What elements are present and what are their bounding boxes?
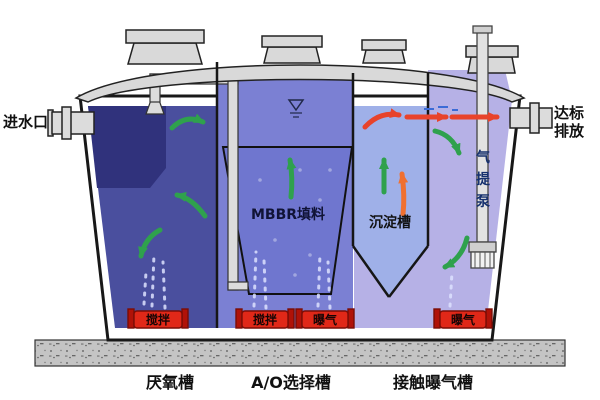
inlet-label: 进水口 xyxy=(3,113,48,131)
bubble-columns xyxy=(142,250,454,310)
inlet-distribution-box xyxy=(88,106,166,188)
tank-lids xyxy=(125,29,519,74)
lid-2 xyxy=(261,35,323,64)
tank-rim-band xyxy=(74,64,526,103)
mbbr-media-dots xyxy=(253,168,332,277)
arrow-red-curve xyxy=(362,108,402,130)
water-level-symbol xyxy=(287,99,305,118)
aerator-2-label: 曝气 xyxy=(451,312,475,327)
airlift-pump xyxy=(468,25,497,269)
lid-1 xyxy=(125,29,205,65)
flow-arrows-green xyxy=(138,113,470,270)
outlet-pipe xyxy=(509,102,553,134)
arrow-green-4 xyxy=(286,157,297,200)
outlet-label-line1: 达标 xyxy=(554,104,584,122)
water-surface-dashes xyxy=(424,106,458,111)
aerator-1 xyxy=(295,308,355,329)
sedimentation-label: 沉淀槽 xyxy=(369,214,411,231)
mixer-2-label: 搅拌 xyxy=(253,312,277,327)
chamber-label-ao: A/O选择槽 xyxy=(251,373,331,392)
aerator-2 xyxy=(433,308,493,329)
mixer-1 xyxy=(127,308,189,329)
hopper-slope-right xyxy=(388,245,429,298)
mbbr-media-box xyxy=(221,146,354,295)
arrow-orange-up xyxy=(398,171,409,217)
mixer-2 xyxy=(235,308,295,329)
pipe-outlet-elbow xyxy=(227,281,249,291)
airlift-label-char-3: 泵 xyxy=(476,194,490,210)
aerator-1-label: 曝气 xyxy=(313,312,337,327)
airlift-label-char-2: 提 xyxy=(476,172,491,188)
equipment-units xyxy=(127,308,493,329)
airlift-label-char-1: 气 xyxy=(475,149,490,166)
arrow-green-3 xyxy=(138,227,163,259)
inlet-flange xyxy=(61,106,72,140)
dividers xyxy=(215,62,430,328)
lid-3 xyxy=(361,39,407,64)
outlet-label-line2: 排放 xyxy=(554,122,585,140)
outlet-flange xyxy=(529,102,540,134)
inlet-pipe xyxy=(47,106,95,140)
concrete-base xyxy=(34,339,566,367)
flow-arrows-red xyxy=(362,108,500,130)
sedimentation-chamber xyxy=(354,106,427,297)
arrow-green-1 xyxy=(169,113,206,131)
hopper-slope-left xyxy=(351,245,391,298)
arrow-green-6 xyxy=(432,128,462,156)
arrow-green-7 xyxy=(442,235,470,270)
mbbr-label: MBBR填料 xyxy=(251,206,325,223)
chamber-label-anaerobic: 厌氧槽 xyxy=(146,373,194,392)
arrow-green-2 xyxy=(174,191,208,219)
mixer-1-label: 搅拌 xyxy=(146,312,170,327)
lid-4 xyxy=(465,45,519,74)
chamber-label-aeration: 接触曝气槽 xyxy=(393,373,473,392)
